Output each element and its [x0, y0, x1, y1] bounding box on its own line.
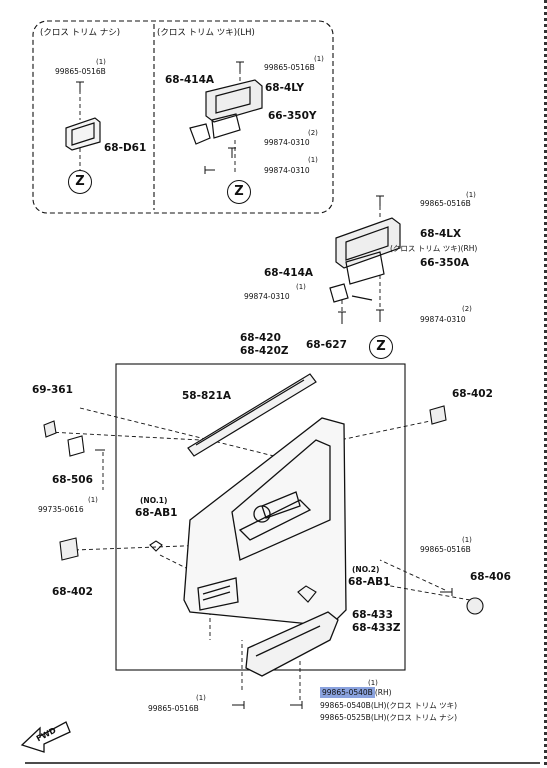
part-68-AB1: 68-AB1	[135, 507, 178, 519]
qty-label: (1)	[368, 679, 378, 687]
z-marker: Z	[68, 170, 92, 194]
clip-icons	[43, 405, 484, 615]
part-99735-0616: 99735-0616	[38, 505, 84, 514]
switch-cluster-lh	[189, 79, 263, 145]
switch-bezel-part	[65, 117, 101, 151]
qty-label: (1)	[196, 694, 206, 702]
part-99865-0525B-lh: 99865-0525B(LH)(クロス トリム ナシ)	[320, 714, 457, 722]
part-68-433: 68-433	[352, 609, 393, 621]
weatherstrip	[187, 373, 317, 457]
part-68-AB1: 68-AB1	[348, 576, 391, 588]
part-68-4LY: 68-4LY	[265, 82, 304, 94]
part-99865-0540B-lh: 99865-0540B(LH)(クロス トリム ツキ)	[320, 702, 457, 710]
part-99865-0540B: 99865-0540B	[320, 701, 371, 710]
part-99874-0310: 99874-0310	[264, 138, 310, 147]
part-99874-0310: 99874-0310	[420, 315, 466, 324]
qty-label: (1)	[314, 55, 324, 63]
part-68-402: 68-402	[452, 388, 493, 400]
part-99865-0540B-rh: 99865-0540B(RH)	[320, 687, 392, 698]
qty-label: (1)	[96, 58, 106, 66]
switch-cluster-rh	[329, 217, 401, 303]
qty-label: (2)	[308, 129, 318, 137]
inset-box	[32, 20, 334, 214]
part-68-414A: 68-414A	[264, 267, 314, 279]
no2-label: (NO.2)	[352, 565, 380, 574]
z-marker: Z	[227, 180, 251, 204]
door-trim-panel	[183, 417, 347, 627]
part-68-433Z: 68-433Z	[352, 622, 401, 634]
part-68-402: 68-402	[52, 586, 93, 598]
part-66-350A: 66-350A	[420, 257, 470, 269]
qty-label: (1)	[308, 156, 318, 164]
part-58-821A: 58-821A	[182, 390, 232, 402]
fwd-arrow	[20, 721, 71, 753]
part-68-627: 68-627	[306, 339, 347, 351]
door-pocket	[245, 611, 339, 677]
qty-label: (1)	[466, 191, 476, 199]
lh-nashi-label: (LH)(クロス トリム ナシ)	[370, 713, 458, 722]
part-68-420: 68-420	[240, 332, 281, 344]
part-99865-0516B: 99865-0516B	[55, 67, 106, 76]
part-99874-0310: 99874-0310	[244, 292, 290, 301]
qty-label: (2)	[462, 305, 472, 313]
part-68-D61: 68-D61	[104, 142, 147, 154]
part-99865-0516B: 99865-0516B	[148, 704, 199, 713]
z-marker: Z	[369, 335, 393, 359]
part-68-4LX-note: (クロス トリム ツキ)(RH)	[390, 244, 478, 253]
qty-label: (1)	[296, 283, 306, 291]
highlight-99865-0540B: 99865-0540B	[320, 687, 375, 698]
part-99874-0310: 99874-0310	[264, 166, 310, 175]
part-66-350Y: 66-350Y	[268, 110, 317, 122]
part-68-406: 68-406	[470, 571, 511, 583]
part-68-420Z: 68-420Z	[240, 345, 289, 357]
part-99865-0516B: 99865-0516B	[420, 199, 471, 208]
part-99865-0525B: 99865-0525B	[320, 713, 371, 722]
inset-header-left: (クロス トリム ナシ)	[40, 28, 121, 38]
part-68-414A: 68-414A	[165, 74, 215, 86]
part-68-506: 68-506	[52, 474, 93, 486]
no1-label: (NO.1)	[140, 496, 168, 505]
qty-label: (1)	[88, 496, 98, 504]
rh-label: (RH)	[374, 688, 392, 697]
part-68-4LX: 68-4LX	[420, 228, 462, 240]
part-69-361: 69-361	[32, 384, 73, 396]
lh-tsuki-label: (LH)(クロス トリム ツキ)	[370, 701, 458, 710]
part-99865-0516B: 99865-0516B	[264, 63, 315, 72]
qty-label: (1)	[462, 536, 472, 544]
part-99865-0516B: 99865-0516B	[420, 545, 471, 554]
screw-icons	[76, 61, 453, 709]
inset-header-right: (クロス トリム ツキ)(LH)	[157, 28, 255, 38]
page-edge	[544, 0, 547, 768]
